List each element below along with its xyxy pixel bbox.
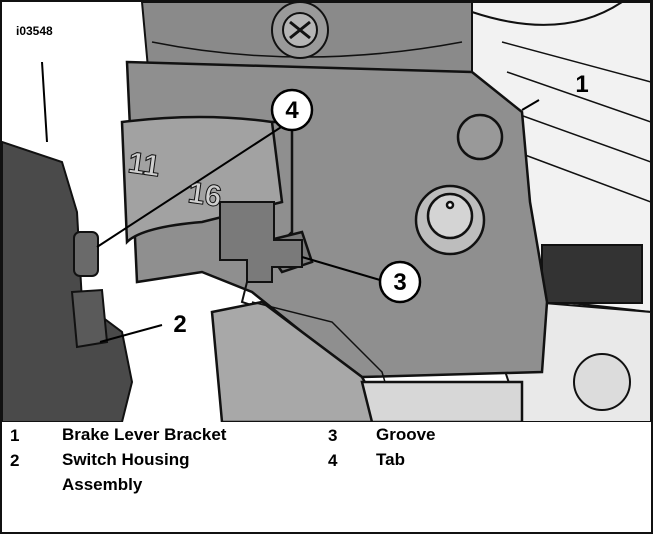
legend-label: Brake Lever Bracket xyxy=(62,425,227,444)
embossed-marking-top: 11 xyxy=(126,146,162,183)
callout-1-number: 1 xyxy=(575,71,588,98)
brake-bracket-illustration: 11 16 4 3 1 2 xyxy=(2,2,651,422)
callout-4: 4 xyxy=(270,88,314,132)
legend-label: Tab xyxy=(376,450,405,469)
legend-number: 2 xyxy=(10,451,20,470)
lower-lever xyxy=(210,300,524,422)
leader-lines xyxy=(41,61,540,343)
callout-2-number: 2 xyxy=(173,311,186,338)
callout-4-number: 4 xyxy=(285,97,299,124)
legend-number: 1 xyxy=(10,426,20,445)
legend-label: Switch Housing xyxy=(62,450,190,469)
dark-strip xyxy=(541,244,643,304)
legend-number: 3 xyxy=(328,426,338,445)
brake-lever-bracket xyxy=(120,60,549,379)
figure-id: i03548 xyxy=(16,24,53,38)
embossed-marking-bottom: 16 xyxy=(186,176,224,213)
legend-number: 4 xyxy=(328,451,338,470)
legend-label: Groove xyxy=(376,425,436,444)
legend-label: Assembly xyxy=(62,475,143,494)
callout-3: 3 xyxy=(378,260,422,304)
callout-3-number: 3 xyxy=(393,269,406,296)
switch-housing xyxy=(2,140,134,422)
